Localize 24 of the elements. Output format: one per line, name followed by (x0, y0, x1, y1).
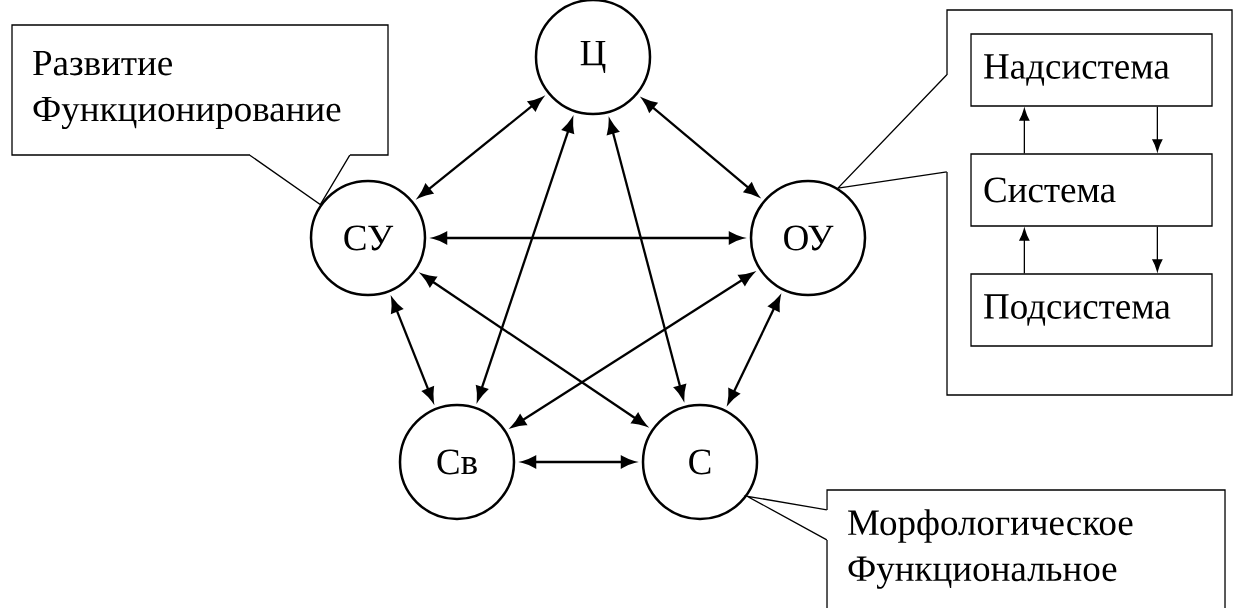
arrow (511, 272, 754, 428)
circle-node: С (641, 403, 759, 521)
arrow (521, 455, 636, 469)
arrow (391, 298, 434, 402)
arrow (418, 97, 543, 198)
circle-node: ОУ (749, 179, 867, 297)
arrow (432, 231, 744, 245)
arrow (421, 273, 647, 427)
circle-node: Св (398, 403, 516, 521)
arrow (1019, 108, 1030, 154)
callout-box (946, 9, 1233, 396)
process-box: Надсистема (970, 33, 1213, 107)
circle-node: СУ (309, 179, 427, 297)
callout-box: Развитие Функционирование (11, 24, 389, 156)
arrow (642, 98, 759, 197)
arrow (1152, 106, 1163, 152)
callout-box: Морфологическое Функциональное (826, 489, 1226, 608)
arrow (476, 118, 574, 401)
process-box: Система (970, 153, 1213, 227)
arrow (607, 119, 686, 400)
arrow (1019, 228, 1030, 274)
process-box: Подсистема (970, 273, 1213, 347)
arrow (727, 296, 781, 404)
arrow (1152, 226, 1163, 272)
